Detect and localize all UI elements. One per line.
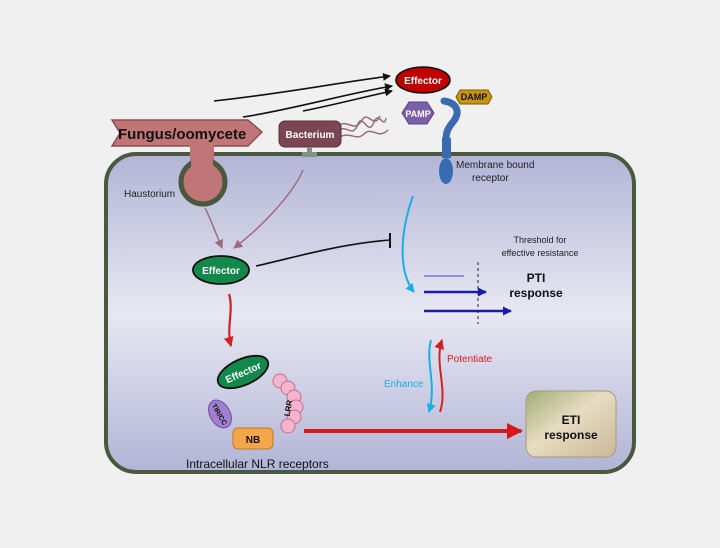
bacterium-to-intracellular-effector-arrow (233, 169, 304, 249)
lrr-label: LRR (283, 399, 295, 417)
effector-to-nlr-arrow (223, 293, 234, 347)
eti-label-2: response (544, 428, 598, 442)
haustorium-label: Haustorium (124, 189, 175, 200)
pamp-label: PAMP (405, 109, 430, 119)
eti-response-box (525, 390, 617, 458)
plant-cell (104, 152, 636, 474)
enhance-label: Enhance (384, 379, 424, 390)
threshold-label-2: effective resistance (502, 248, 579, 258)
threshold-label-1: Threshold for (513, 235, 566, 245)
nlr-receptor (208, 373, 304, 450)
eti-label-1: ETI (562, 413, 581, 427)
membrane-receptor-label-2: receptor (472, 173, 509, 184)
haustorium-to-effector-arrow (204, 207, 223, 249)
pti-label-1: PTI (527, 271, 546, 285)
nlr-caption: Intracellular NLR receptors (186, 457, 329, 471)
bacterium-shape (278, 115, 389, 157)
nb-label: NB (246, 435, 260, 446)
fungus-to-pamp-arrow (242, 83, 393, 118)
effector-nlr-bound (216, 354, 270, 390)
receptor-signal-arrow (401, 195, 415, 293)
effector-top-label: Effector (404, 76, 442, 87)
fungus-to-effector-arrow (213, 72, 391, 102)
pamp-shape (401, 101, 435, 125)
membrane-receptor (439, 97, 461, 184)
pti-label-2: response (509, 286, 563, 300)
fungus-shape (110, 119, 264, 207)
damp-label: DAMP (461, 92, 488, 102)
bacterium-to-effector-arrow (302, 88, 393, 112)
membrane-receptor-label-1: Membrane bound (456, 160, 534, 171)
potentiate-arrow (434, 339, 444, 413)
potentiate-label: Potentiate (447, 354, 492, 365)
effector-cell-label: Effector (202, 266, 240, 277)
effector-intracellular (192, 255, 250, 285)
fungus-label: Fungus/oomycete (118, 126, 246, 143)
bacterium-label: Bacterium (286, 130, 335, 141)
damp-shape (455, 89, 493, 105)
enhance-arrow (426, 339, 436, 413)
effector-suppression-line (255, 239, 391, 267)
effector-extracellular (395, 66, 451, 94)
